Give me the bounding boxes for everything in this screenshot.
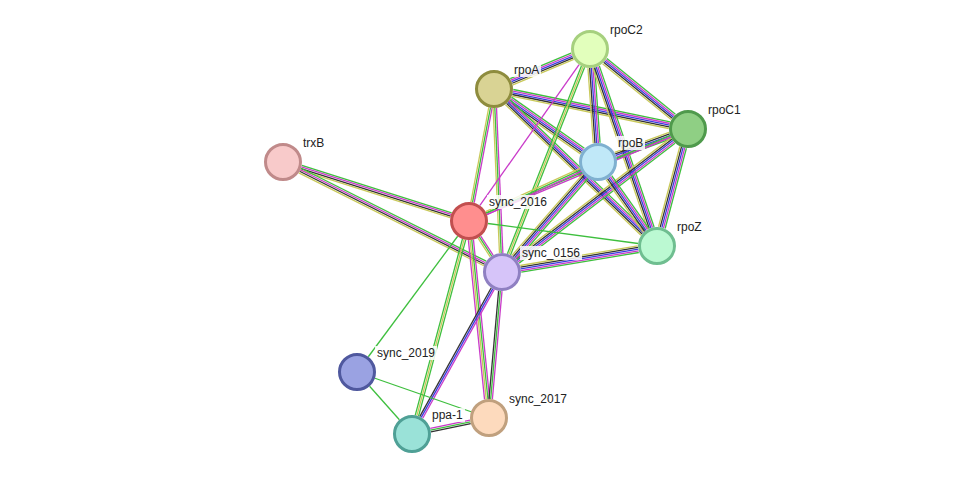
evidence-line	[605, 61, 674, 117]
evidence-line	[510, 53, 571, 78]
protein-node: trxB	[264, 143, 302, 181]
protein-node: rpoC1	[669, 110, 707, 148]
evidence-line	[659, 146, 680, 226]
evidence-line	[471, 107, 489, 202]
node-label: rpoC2	[608, 23, 645, 37]
protein-node: ppa-1	[393, 415, 431, 453]
protein-node: rpoA	[475, 70, 513, 108]
evidence-line	[486, 168, 580, 211]
node-label: rpoZ	[675, 220, 704, 234]
interaction-edge	[368, 236, 457, 356]
interaction-edge	[370, 386, 400, 420]
node-label: rpoA	[512, 63, 541, 77]
evidence-line	[417, 239, 464, 415]
interaction-edge	[415, 239, 465, 416]
node-label: sync_2016	[487, 195, 549, 209]
evidence-line	[375, 378, 471, 411]
evidence-line	[478, 238, 490, 257]
interaction-edge	[508, 97, 585, 154]
node-label: sync_2017	[507, 392, 569, 406]
evidence-line	[493, 108, 499, 253]
interaction-edge	[375, 378, 471, 411]
evidence-line	[664, 148, 685, 228]
evidence-line	[431, 424, 471, 432]
protein-node: sync_2019	[338, 353, 376, 391]
evidence-line	[610, 177, 647, 230]
node-label: ppa-1	[430, 408, 465, 422]
protein-node: rpoC2	[571, 30, 609, 68]
protein-node: sync_0156	[483, 253, 521, 291]
evidence-line	[606, 60, 675, 116]
protein-node: sync_2016	[450, 202, 488, 240]
interaction-edge	[510, 53, 574, 85]
evidence-line	[486, 170, 580, 213]
interaction-edge	[486, 168, 582, 214]
evidence-line	[512, 58, 573, 83]
evidence-line	[513, 175, 584, 256]
node-label: trxB	[301, 136, 326, 150]
evidence-line	[517, 179, 588, 260]
interaction-edge	[659, 146, 687, 228]
evidence-line	[512, 56, 573, 81]
node-label: rpoC1	[706, 103, 743, 117]
evidence-line	[479, 237, 491, 256]
evidence-line	[489, 291, 499, 399]
evidence-line	[513, 59, 574, 84]
node-label: rpoB	[616, 136, 645, 150]
interaction-edge	[488, 224, 638, 244]
protein-node: rpoZ	[638, 227, 676, 265]
evidence-line	[511, 55, 572, 80]
evidence-line	[607, 58, 676, 114]
evidence-line	[473, 108, 491, 203]
protein-node: sync_2017	[470, 399, 508, 437]
evidence-line	[511, 67, 585, 255]
interaction-edge	[478, 236, 493, 257]
evidence-line	[419, 240, 466, 416]
interaction-edge	[486, 136, 671, 215]
evidence-line	[660, 147, 681, 227]
interaction-edge	[471, 107, 492, 202]
protein-node: rpoB	[579, 143, 617, 181]
evidence-line	[520, 246, 638, 266]
node-label: sync_2019	[375, 346, 437, 360]
evidence-line	[487, 171, 581, 214]
evidence-line	[488, 224, 638, 244]
interaction-edge	[520, 246, 639, 272]
evidence-line	[606, 180, 643, 233]
evidence-line	[431, 422, 471, 430]
evidence-line	[368, 236, 457, 356]
evidence-line	[612, 176, 649, 229]
evidence-line	[609, 178, 646, 231]
evidence-line	[491, 291, 501, 399]
evidence-line	[474, 108, 492, 203]
evidence-line	[608, 179, 645, 232]
interaction-edge	[489, 291, 502, 399]
interaction-edge	[512, 174, 588, 260]
node-label: sync_0156	[520, 246, 582, 260]
evidence-line	[370, 386, 400, 420]
evidence-line	[468, 240, 484, 399]
interaction-edge	[606, 176, 649, 233]
interaction-edge	[603, 58, 676, 119]
evidence-line	[662, 147, 683, 227]
evidence-line	[588, 68, 593, 143]
evidence-line	[486, 136, 670, 213]
